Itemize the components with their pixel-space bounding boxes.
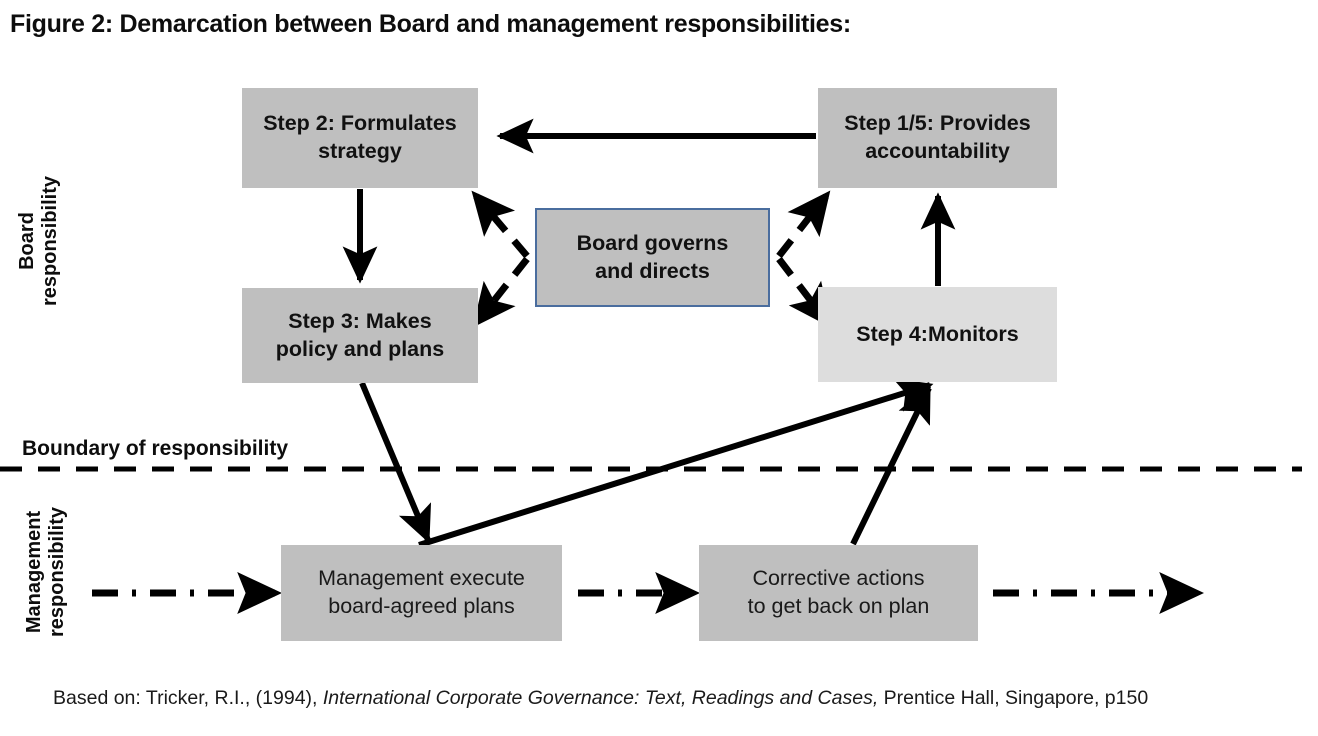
connector-management-execute-to-step4 — [418, 378, 934, 548]
caption-italic-title: International Corporate Governance: Text… — [322, 687, 879, 709]
node-step-3[interactable]: Step 3: Makes policy and plans — [242, 288, 478, 383]
node-step-2-line2: strategy — [318, 139, 402, 163]
connector-corrective-actions-to-step4 — [850, 384, 932, 546]
node-board-governs-line2: and directs — [595, 258, 710, 283]
caption-lead: Based on: Tricker, R.I., (1994), — [53, 687, 323, 709]
node-step-1-5-line1: Step 1/5: Provides — [844, 111, 1031, 136]
zone-label-management: Management responsibility — [23, 482, 69, 662]
node-board-governs-line1: Board governs — [576, 230, 729, 255]
figure-title: Figure 2: Demarcation between Board and … — [10, 10, 851, 38]
connector-center-to-step15 — [776, 190, 831, 259]
node-management-execute[interactable]: Management execute board-agreed plans — [281, 545, 562, 641]
boundary-of-responsibility-label: Boundary of responsibility — [22, 437, 289, 460]
zone-label-board-line1: Board — [16, 212, 38, 270]
caption-tail: Prentice Hall, Singapore, p150 — [878, 687, 1149, 709]
node-management-execute-line1: Management execute — [318, 566, 525, 591]
connector-center-to-step3 — [472, 256, 530, 328]
node-step-4-line1: Step 4:Monitors — [856, 321, 1019, 346]
node-step-2-line1: Step 2: Formulates — [263, 111, 457, 136]
node-step-1-5[interactable]: Step 1/5: Provides accountability — [818, 88, 1057, 188]
zone-label-management-line1: Management — [23, 510, 45, 634]
node-corrective-actions-line2: to get back on plan — [747, 594, 930, 618]
node-step-2[interactable]: Step 2: Formulates strategy — [242, 88, 478, 188]
node-step-1-5-line2: accountability — [865, 139, 1010, 163]
zone-label-board: Board responsibility — [16, 156, 62, 326]
node-corrective-actions[interactable]: Corrective actions to get back on plan — [699, 545, 978, 641]
connector-step3-to-management-execute — [359, 381, 432, 544]
node-step-3-line1: Step 3: Makes — [288, 308, 432, 333]
figure-source-caption: Based on: Tricker, R.I., (1994), Interna… — [53, 687, 1148, 710]
connector-center-to-step2 — [471, 190, 530, 259]
zone-label-management-line2: responsibility — [46, 506, 68, 638]
node-corrective-actions-line1: Corrective actions — [752, 566, 925, 591]
zone-label-board-line2: responsibility — [39, 175, 61, 307]
node-step-3-line2: policy and plans — [275, 336, 445, 361]
node-board-governs-and-directs[interactable]: Board governs and directs — [535, 208, 770, 307]
node-step-4[interactable]: Step 4:Monitors — [818, 287, 1057, 382]
node-management-execute-line2: board-agreed plans — [328, 594, 515, 618]
